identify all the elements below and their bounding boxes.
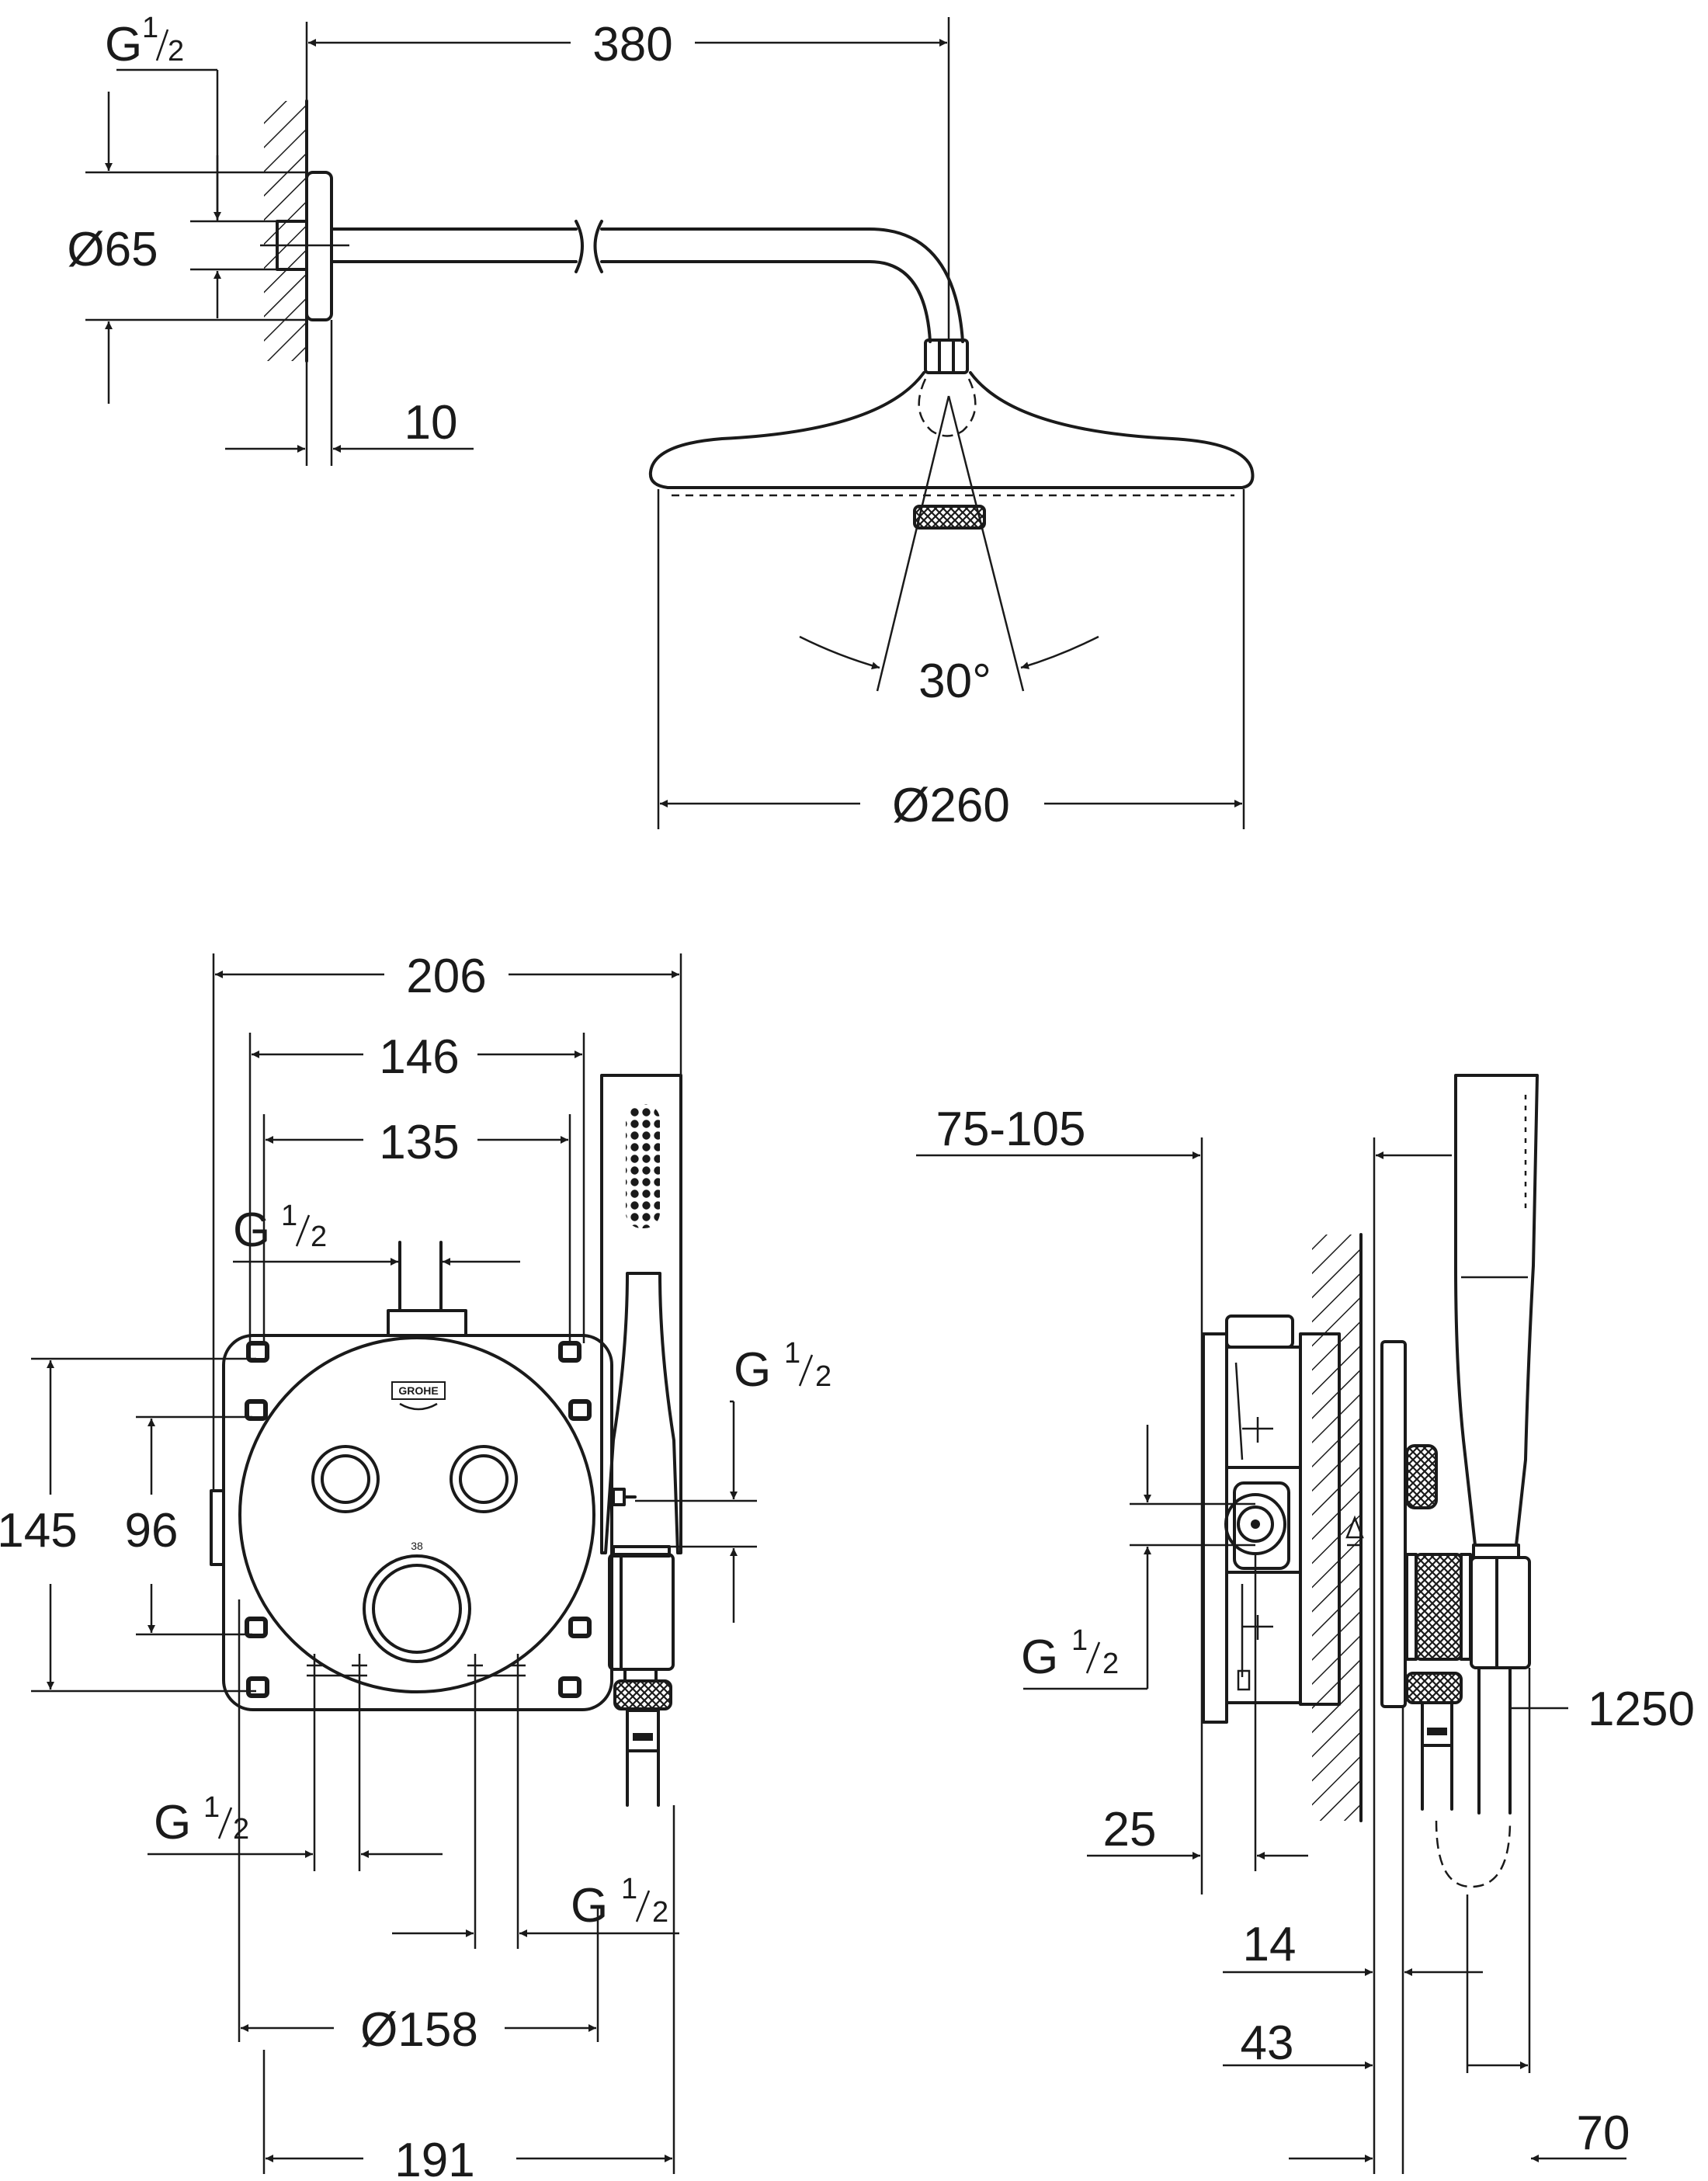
- dim-hole-spacing-vertical: 96: [125, 1504, 179, 1558]
- spray-angle-arc-left: [799, 635, 880, 670]
- dim-total-width: 191: [394, 2134, 474, 2181]
- thread-label-right-outlet: G 1 2: [734, 1337, 831, 1397]
- svg-text:1: 1: [784, 1337, 800, 1370]
- dim-offset-43: 43: [1241, 2016, 1294, 2070]
- mixer-side-view: 75-105 G 1 2 25 14 43 70: [916, 1074, 1695, 2174]
- svg-text:2: 2: [652, 1896, 668, 1929]
- dim-offset-70: 70: [1577, 2106, 1630, 2160]
- button-right[interactable]: [450, 1445, 518, 1513]
- thermostat-dial[interactable]: [363, 1554, 471, 1663]
- bottom-connection-right: [467, 1654, 526, 1716]
- mixer-front-view: GROHE 38: [0, 950, 831, 2181]
- shower-arm-view: 30° 380 Ø65 G 1 2 10: [67, 12, 1255, 832]
- dim-hole-spacing-outer: 146: [379, 1030, 459, 1084]
- svg-text:2: 2: [1102, 1648, 1119, 1680]
- dim-head-diameter: Ø260: [892, 779, 1010, 832]
- dial-marking: 38: [411, 1540, 423, 1552]
- svg-text:G: G: [1021, 1631, 1058, 1684]
- dim-hole-spacing-inner: 135: [379, 1116, 459, 1169]
- ball-joint: [918, 378, 977, 437]
- svg-text:G: G: [571, 1879, 608, 1933]
- plaster-guard: [1299, 1332, 1341, 1706]
- hose-loop: [1435, 1820, 1512, 1888]
- svg-text:GROHE: GROHE: [398, 1384, 438, 1397]
- dim-plate-height: 145: [0, 1504, 78, 1558]
- dim-plate-width: 206: [406, 950, 486, 1003]
- dim-flange-depth: 10: [404, 396, 458, 450]
- svg-text:1: 1: [281, 1200, 297, 1232]
- hose-nut-front: [613, 1679, 672, 1710]
- body-backplate: [1202, 1332, 1228, 1724]
- svg-text:G: G: [154, 1796, 191, 1849]
- dim-flange-diameter: Ø65: [67, 223, 158, 276]
- holder-bracket: [608, 1553, 675, 1671]
- dim-offset-14: 14: [1243, 1918, 1297, 1971]
- shower-arm: [330, 227, 964, 343]
- svg-text:1: 1: [1071, 1624, 1088, 1657]
- svg-text:G: G: [105, 18, 142, 71]
- cover-plate: [238, 1336, 595, 1693]
- svg-text:1: 1: [203, 1791, 220, 1824]
- hand-shower-front: [600, 1074, 682, 1807]
- svg-text:1: 1: [142, 12, 158, 44]
- spray-face-dots: [626, 1104, 660, 1228]
- side-button-knurl: [1405, 1444, 1438, 1509]
- arm-break-mark: [575, 220, 603, 273]
- side-holder: [1470, 1556, 1531, 1669]
- side-dial-knurl: [1415, 1553, 1463, 1661]
- button-left[interactable]: [311, 1445, 380, 1513]
- shower-head: [648, 371, 1255, 489]
- cover-plate-side: [1380, 1340, 1407, 1708]
- spray-angle-label: 30°: [918, 655, 991, 708]
- thread-label-bottom-right: G 1 2: [571, 1873, 668, 1933]
- dim-offset-25: 25: [1103, 1803, 1157, 1856]
- svg-text:2: 2: [311, 1221, 327, 1253]
- dim-arm-length: 380: [592, 18, 672, 71]
- svg-text:G: G: [233, 1203, 270, 1257]
- wall-section-top: [264, 99, 308, 363]
- svg-text:2: 2: [815, 1360, 831, 1393]
- thread-label-top: G 1 2: [105, 12, 184, 71]
- box-side-tab: [210, 1489, 225, 1566]
- svg-text:G: G: [734, 1343, 771, 1397]
- dim-depth-range: 75-105: [936, 1103, 1085, 1156]
- dim-mixer-diameter: Ø158: [360, 2003, 478, 2057]
- dim-hose-length: 1250: [1588, 1683, 1695, 1736]
- box-top-outlet: [387, 1309, 467, 1337]
- direction-mark: [1345, 1515, 1364, 1547]
- hand-shower-side: [1405, 1074, 1539, 1888]
- spray-angle-arc-right: [1020, 635, 1099, 669]
- bottom-connection-left: [307, 1654, 367, 1716]
- svg-text:1: 1: [621, 1873, 637, 1905]
- svg-text:2: 2: [233, 1813, 249, 1846]
- thread-label-side: G 1 2: [1021, 1624, 1119, 1684]
- head-nut: [924, 339, 969, 374]
- svg-text:2: 2: [168, 35, 184, 68]
- center-nozzle: [913, 505, 986, 530]
- hose-nut-side: [1405, 1672, 1463, 1704]
- thread-label-top-outlet: G 1 2: [233, 1200, 327, 1257]
- side-knob: [1233, 1481, 1290, 1570]
- mounting-holes: [245, 1341, 592, 1698]
- wall-section-side: [1312, 1233, 1363, 1822]
- thread-label-bottom-left: G 1 2: [154, 1791, 249, 1849]
- brand-logo: GROHE: [391, 1381, 446, 1411]
